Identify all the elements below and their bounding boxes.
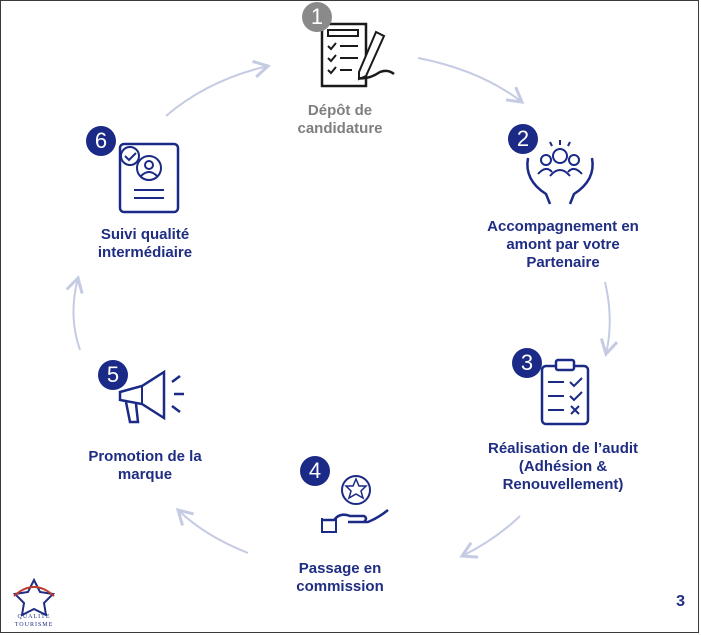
- arrow-5-to-6: [65, 275, 84, 351]
- arrow-6-to-1: [165, 59, 271, 117]
- step-6-label-line: intermédiaire: [97, 244, 193, 261]
- application-form-icon: [320, 22, 395, 88]
- step-1-label-line: Dépôt de: [307, 102, 373, 119]
- qualite-tourisme-logo: QUALITE TOURISME: [6, 576, 62, 632]
- step-3-label: Réalisation de l’audit (Adhésion & Renou…: [462, 440, 664, 494]
- page-number: 3: [676, 593, 685, 610]
- megaphone-icon: [118, 369, 184, 424]
- step-4-label-line: commission: [296, 578, 384, 595]
- logo-line-2: TOURISME: [14, 622, 54, 628]
- step-5-label-line: Promotion de la: [88, 448, 202, 465]
- step-6-label-line: Suivi qualité: [100, 226, 190, 243]
- step-1-badge: 1: [302, 2, 332, 32]
- step-1-label: Dépôt de candidature: [270, 102, 410, 138]
- step-6-badge: 6: [86, 126, 116, 156]
- step-6-label: Suivi qualité intermédiaire: [70, 226, 220, 262]
- step-2-label-line: amont par votre: [506, 236, 620, 253]
- step-4-badge: 4: [300, 456, 330, 486]
- logo-line-1: QUALITE: [17, 614, 51, 620]
- step-2-label: Accompagnement en amont par votre Parten…: [455, 218, 671, 272]
- step-4-label-line: Passage en: [298, 560, 382, 577]
- arrow-3-to-4: [459, 515, 521, 559]
- step-4-label: Passage en commission: [270, 560, 410, 596]
- step-2-label-line: Partenaire: [526, 254, 600, 271]
- step-2-badge: 2: [508, 124, 538, 154]
- profile-document-icon: [118, 142, 180, 214]
- step-5-badge: 5: [98, 360, 128, 390]
- clipboard-checklist-icon: [540, 358, 590, 426]
- step-5-label: Promotion de la marque: [62, 448, 228, 484]
- logo-mark-icon: [12, 577, 56, 617]
- step-3-label-line: (Adhésion &: [518, 458, 608, 475]
- step-3-label-line: Réalisation de l’audit: [487, 440, 639, 457]
- arrow-1-to-2: [417, 57, 525, 104]
- step-2-label-line: Accompagnement en: [487, 218, 639, 235]
- arrow-4-to-5: [175, 507, 249, 554]
- step-3-label-line: Renouvellement): [502, 476, 624, 493]
- step-5-label-line: marque: [117, 466, 173, 483]
- hand-holding-star-icon: [321, 475, 389, 533]
- people-in-hands-icon: [526, 140, 594, 205]
- arrow-2-to-3: [599, 281, 619, 357]
- step-1-label-line: candidature: [297, 120, 383, 137]
- step-3-badge: 3: [512, 348, 542, 378]
